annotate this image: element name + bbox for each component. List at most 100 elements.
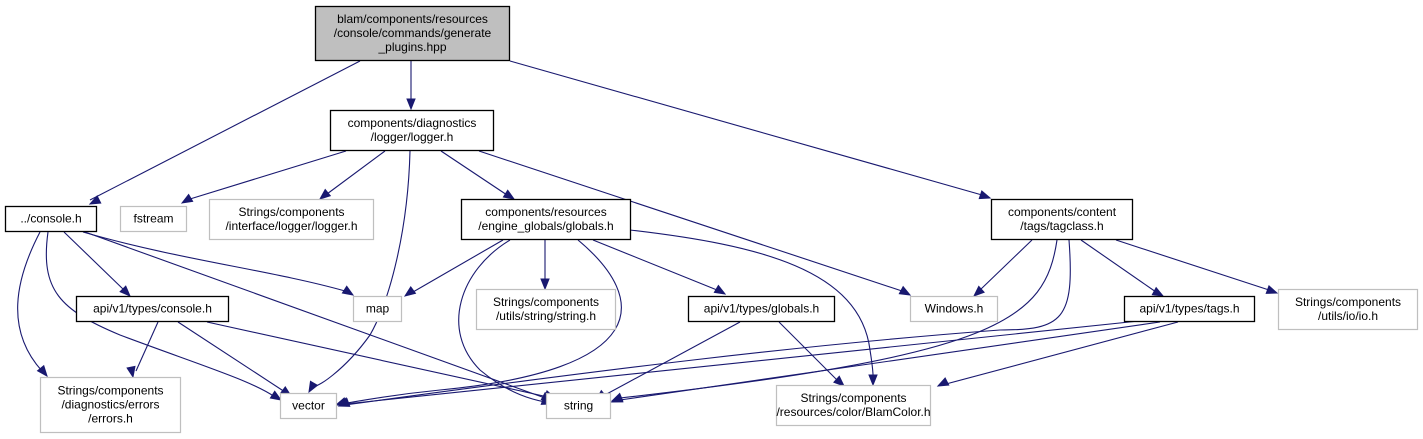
arrow-head-icon [126, 365, 136, 379]
arrow-head-icon [36, 364, 48, 378]
edge-root-to-tagclass [509, 60, 992, 200]
node-root[interactable]: blam/components/resources/console/comman… [314, 5, 511, 62]
edge-apiglobals-to-string [594, 321, 741, 401]
arrow-head-icon [318, 188, 332, 200]
edge-line [778, 321, 839, 382]
node-label-line: /interface/logger/logger.h [225, 219, 357, 233]
node-apitags[interactable]: api/v1/types/tags.h [1123, 295, 1256, 323]
node-box [279, 392, 338, 420]
arrow-head-icon [898, 285, 912, 296]
edge-globals-to-strstring [540, 240, 550, 291]
node-apiconsole[interactable]: api/v1/types/console.h [75, 295, 230, 323]
node-label-line: components/resources [485, 205, 606, 219]
edge-line [344, 239, 1071, 406]
edge-line [602, 321, 741, 397]
node-errors: Strings/components/diagnostics/errors/er… [39, 376, 182, 434]
arrow-head-icon [403, 285, 417, 297]
edge-apiconsole-to-vector [177, 321, 293, 397]
node-box [39, 376, 182, 434]
edge-line [63, 231, 125, 291]
edge-line [509, 60, 983, 196]
edge-line [592, 239, 718, 291]
node-console[interactable]: ../console.h [4, 205, 98, 233]
node-label-line: api/v1/types/tags.h [1139, 302, 1239, 316]
node-box [775, 384, 932, 427]
edge-console-to-apiconsole [63, 231, 131, 297]
node-label-line: /errors.h [88, 412, 133, 426]
node-label-line: components/content [1008, 205, 1117, 219]
arrow-head-icon [88, 195, 102, 205]
arrow-head-icon [119, 285, 131, 297]
arrow-head-icon [180, 193, 194, 204]
edge-line [945, 321, 1179, 385]
node-box [475, 288, 617, 331]
node-map: map [352, 295, 403, 323]
node-label-line: api/v1/types/globals.h [704, 302, 819, 316]
edge-globals-to-blamcolor [629, 229, 878, 387]
node-label-line: api/v1/types/console.h [93, 302, 212, 316]
node-box [1123, 295, 1256, 323]
arrow-head-icon [1151, 286, 1165, 297]
node-label-line: /diagnostics/errors [61, 398, 159, 412]
edge-line [206, 321, 549, 398]
node-box [460, 198, 632, 241]
arrow-head-icon [336, 397, 350, 407]
edge-line [1080, 239, 1157, 293]
node-box [990, 198, 1134, 241]
edge-line [84, 231, 546, 399]
node-label-line: Strings/components [800, 391, 906, 405]
node-ilogger: Strings/components/interface/logger/logg… [208, 198, 375, 241]
arrow-head-icon [308, 380, 319, 394]
arrow-head-icon [1265, 284, 1279, 294]
edge-root-to-logger [406, 61, 416, 111]
arrow-head-icon [269, 390, 283, 401]
edge-console-to-vector [45, 231, 283, 401]
node-vector: vector [279, 392, 338, 420]
edge-line [478, 150, 903, 292]
node-label-line: /resources/color/BlamColor.h [776, 405, 930, 419]
edge-tagclass-to-apitags [1080, 239, 1165, 297]
edge-line [1115, 239, 1270, 291]
node-box [75, 295, 230, 323]
node-label-line: fstream [133, 212, 173, 226]
arrow-head-icon [936, 377, 950, 387]
arrow-head-icon [406, 98, 416, 111]
node-globals[interactable]: components/resources/engine_globals/glob… [460, 198, 632, 241]
edge-line [344, 320, 1140, 405]
edge-line [458, 239, 546, 403]
edge-logger-to-fstream [180, 150, 347, 204]
node-label-line: _plugins.hpp [377, 40, 446, 54]
node-box [545, 392, 612, 420]
node-label-line: string [564, 399, 593, 413]
node-label-line: map [366, 302, 390, 316]
edge-line [89, 60, 361, 201]
node-label-line: vector [292, 399, 325, 413]
node-box [119, 205, 188, 233]
edge-tagclass-to-io [1115, 239, 1279, 294]
edge-apiconsole-to-string [206, 321, 557, 399]
node-fstream: fstream [119, 205, 188, 233]
edge-apitags-to-blamcolor [936, 321, 1179, 387]
edge-tagclass-to-windows [972, 239, 1033, 297]
edge-tagclass-to-vector [337, 239, 1071, 407]
node-tagclass[interactable]: components/content/tags/tagclass.h [990, 198, 1134, 241]
arrow-head-icon [978, 190, 992, 200]
edge-apiglobals-to-blamcolor [778, 321, 845, 387]
edge-line [135, 321, 159, 372]
node-windows: Windows.h [909, 295, 999, 323]
edge-logger-to-windows [478, 150, 912, 296]
nodes-layer: blam/components/resources/console/comman… [4, 5, 1419, 434]
node-label-line: Strings/components [238, 205, 344, 219]
edge-apiconsole-to-errors [126, 321, 159, 379]
edge-logger-to-vector [308, 150, 411, 394]
arrow-head-icon [868, 374, 878, 387]
arrow-head-icon [341, 285, 355, 296]
node-label-line: /tags/tagclass.h [1020, 219, 1103, 233]
edge-line [440, 150, 508, 196]
node-label-line: blam/components/resources [337, 12, 488, 26]
edge-line [45, 231, 276, 398]
edge-root-to-console [88, 60, 361, 205]
node-logger[interactable]: components/diagnostics/logger/logger.h [329, 109, 495, 152]
edge-line [339, 239, 622, 405]
node-apiglobals[interactable]: api/v1/types/globals.h [687, 295, 836, 323]
